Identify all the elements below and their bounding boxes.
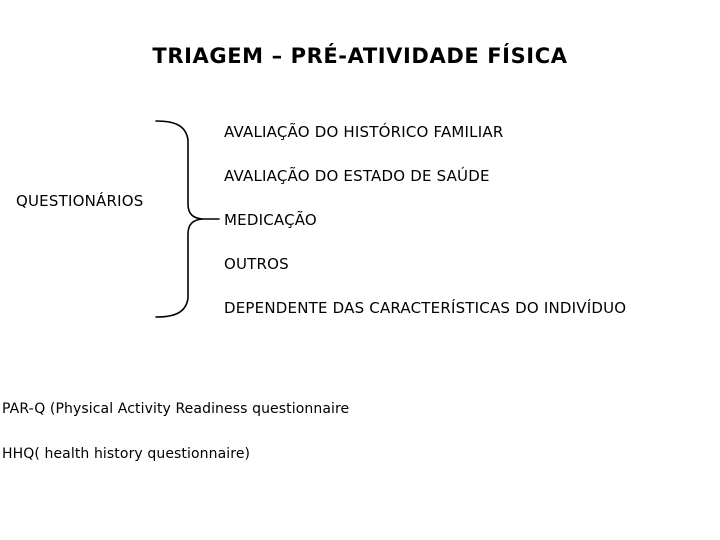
diagram-group-label: QUESTIONÁRIOS: [16, 192, 144, 210]
footnote-hhq: HHQ( health history questionnaire): [2, 446, 251, 462]
curly-brace-right-icon: [155, 120, 220, 318]
list-item: AVALIAÇÃO DO HISTÓRICO FAMILIAR: [224, 123, 504, 141]
list-item: OUTROS: [224, 255, 289, 273]
list-item: DEPENDENTE DAS CARACTERÍSTICAS DO INDIVÍ…: [224, 299, 627, 317]
list-item: AVALIAÇÃO DO ESTADO DE SAÚDE: [224, 167, 490, 185]
page-title: TRIAGEM – PRÉ-ATIVIDADE FÍSICA: [152, 44, 568, 68]
list-item: MEDICAÇÃO: [224, 211, 317, 229]
footnote-list: PAR-Q (Physical Activity Readiness quest…: [2, 398, 718, 488]
diagram-item-list: AVALIAÇÃO DO HISTÓRICO FAMILIAR AVALIAÇÃ…: [224, 118, 720, 338]
footnote-par-q: PAR-Q (Physical Activity Readiness quest…: [2, 401, 350, 417]
